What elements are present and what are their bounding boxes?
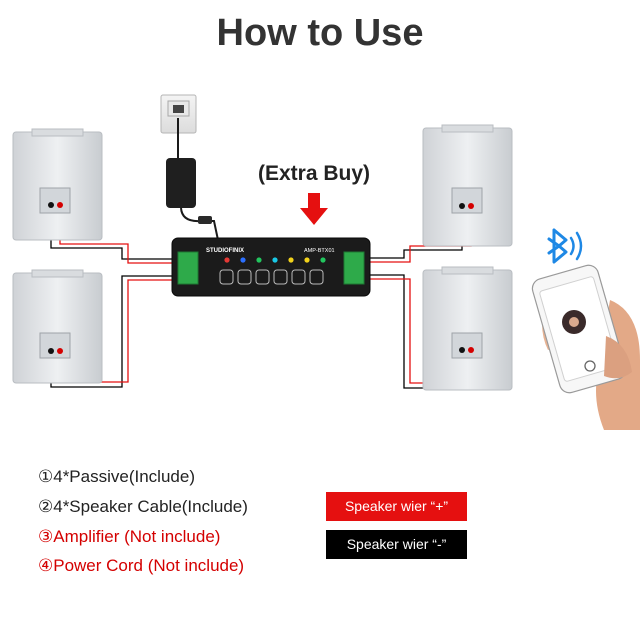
legend-item-passive: ①4*Passive(Include) — [38, 467, 195, 486]
wall-outlet — [160, 94, 197, 134]
amp-indicator-led — [224, 257, 230, 263]
speaker-top-right — [422, 124, 513, 247]
amp-indicator-led — [272, 257, 278, 263]
amp-indicator-led — [256, 257, 262, 263]
amp-indicator-led — [304, 257, 310, 263]
wire-legend-minus: Speaker wier “-” — [326, 530, 467, 559]
power-adapter — [166, 118, 219, 241]
down-arrow-icon — [300, 193, 328, 225]
amp-buttons — [219, 269, 324, 285]
speaker-bottom-left — [12, 269, 103, 384]
amp-indicator-led — [288, 257, 294, 263]
amp-indicator-led — [320, 257, 326, 263]
amp-indicators — [224, 257, 326, 263]
legend-item-speaker-cable: ②4*Speaker Cable(Include) — [38, 497, 248, 516]
phone-in-hand — [531, 264, 640, 430]
page-title: How to Use — [216, 12, 424, 54]
bluetooth-icon — [547, 228, 583, 264]
amp-brand: STUDIOFINIX — [206, 248, 244, 254]
extra-buy-label: (Extra Buy) — [258, 162, 370, 185]
speaker-top-left — [12, 128, 103, 241]
speaker-bottom-right — [422, 266, 513, 391]
speaker-wires — [50, 207, 472, 389]
wire-legend-plus: Speaker wier “+” — [326, 492, 467, 521]
amp-indicator-led — [240, 257, 246, 263]
legend-item-power-cord: ④Power Cord (Not include) — [38, 556, 245, 575]
amplifier: STUDIOFINIX AMP-BTX01 — [171, 237, 371, 297]
legend-item-amplifier: ③Amplifier (Not include) — [38, 527, 221, 546]
amp-model: AMP-BTX01 — [304, 248, 335, 254]
